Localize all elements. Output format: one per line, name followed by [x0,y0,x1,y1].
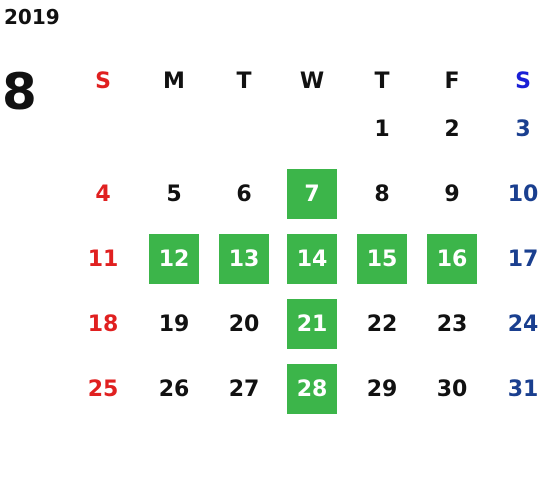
day-cell[interactable]: 27 [228,376,260,402]
day-cell[interactable]: 17 [507,246,539,272]
weekday-tuesday: T [236,68,252,94]
day-cell[interactable]: 19 [158,311,190,337]
week-row: 18 19 20 21 22 23 24 [68,299,548,364]
day-cell [219,104,269,154]
calendar-year: 2019 [4,5,60,29]
day-cell[interactable]: 21 [287,299,337,349]
day-cell[interactable]: 10 [507,181,539,207]
day-cell[interactable]: 29 [366,376,398,402]
day-cell[interactable]: 6 [236,181,252,207]
week-row: 25 26 27 28 29 30 31 [68,364,548,429]
day-cell[interactable]: 25 [87,376,119,402]
day-cell[interactable]: 22 [366,311,398,337]
weekday-wednesday: W [299,68,325,94]
weekday-friday: F [444,68,460,94]
day-cell[interactable]: 23 [436,311,468,337]
week-row: 11 12 13 14 15 16 17 [68,234,548,299]
day-cell[interactable]: 2 [444,116,460,142]
day-cell[interactable]: 24 [507,311,539,337]
day-cell[interactable]: 18 [87,311,119,337]
day-cell[interactable]: 26 [158,376,190,402]
day-cell [287,104,337,154]
day-cell[interactable]: 30 [436,376,468,402]
day-cell[interactable]: 28 [287,364,337,414]
weekday-monday: M [163,68,185,94]
weekday-saturday: S [515,68,531,94]
weekday-thursday: T [374,68,390,94]
day-cell[interactable]: 3 [515,116,531,142]
calendar-grid: S M T W T F S 1 2 3 4 5 6 7 8 9 10 11 12… [68,58,548,429]
calendar-month: 8 [2,63,37,121]
week-row: 1 2 3 [68,104,548,169]
day-cell[interactable]: 13 [219,234,269,284]
day-cell[interactable]: 8 [374,181,390,207]
day-cell[interactable]: 1 [374,116,390,142]
day-cell[interactable]: 12 [149,234,199,284]
day-cell[interactable]: 11 [87,246,119,272]
day-cell[interactable]: 5 [166,181,182,207]
week-row: 4 5 6 7 8 9 10 [68,169,548,234]
day-cell[interactable]: 7 [287,169,337,219]
day-cell[interactable]: 14 [287,234,337,284]
day-cell[interactable]: 20 [228,311,260,337]
day-cell[interactable]: 15 [357,234,407,284]
day-cell [149,104,199,154]
day-cell[interactable]: 16 [427,234,477,284]
weekday-header-row: S M T W T F S [68,58,548,104]
day-cell[interactable]: 4 [95,181,111,207]
day-cell[interactable]: 9 [444,181,460,207]
day-cell[interactable]: 31 [507,376,539,402]
day-cell [78,104,128,154]
weekday-sunday: S [95,68,111,94]
